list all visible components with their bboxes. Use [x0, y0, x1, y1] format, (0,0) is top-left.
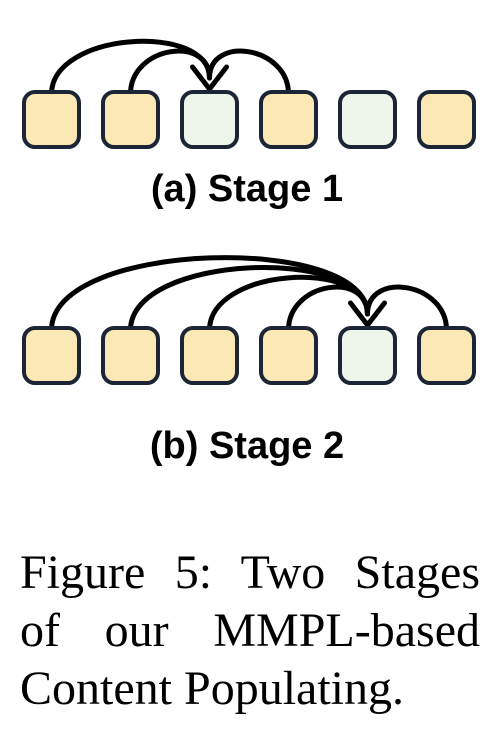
stage-1-diagram: [22, 38, 476, 149]
stage-1-cell-6: [417, 90, 476, 149]
figure-caption-line-2: of our MMPL-based: [20, 604, 480, 657]
stage-2-cell-1: [22, 326, 81, 385]
stage-2-arrowhead: [348, 300, 387, 330]
stage-1-arc-2: [128, 48, 212, 97]
stage-2-arc-5: [365, 284, 449, 333]
stage-2-cell-3: [180, 326, 239, 385]
stage-1-arc-3: [207, 48, 291, 97]
stage-1-label: (a) Stage 1: [150, 168, 344, 210]
stage-2-cell-5: [338, 326, 397, 385]
stage-2-cell-4: [259, 326, 318, 385]
stage-1-cell-4: [259, 90, 318, 149]
stage-2-arc-4: [286, 284, 370, 333]
stage-1-cell-1: [22, 90, 81, 149]
stage-2-diagram: [22, 255, 476, 385]
stage-2-cell-2: [101, 326, 160, 385]
stage-2-arc-2: [128, 264, 370, 333]
figure-caption-line-3: Content Populating.: [20, 662, 404, 715]
figure-caption-line-1: Figure 5: Two Stages: [20, 546, 480, 599]
stage-2-label: (b) Stage 2: [149, 425, 345, 467]
stage-1-cell-2: [101, 90, 160, 149]
stage-1-cell-5: [338, 90, 397, 149]
stage-1-arrowhead: [190, 64, 229, 94]
stage-2-cell-6: [417, 326, 476, 385]
stage-1-cell-3: [180, 90, 239, 149]
